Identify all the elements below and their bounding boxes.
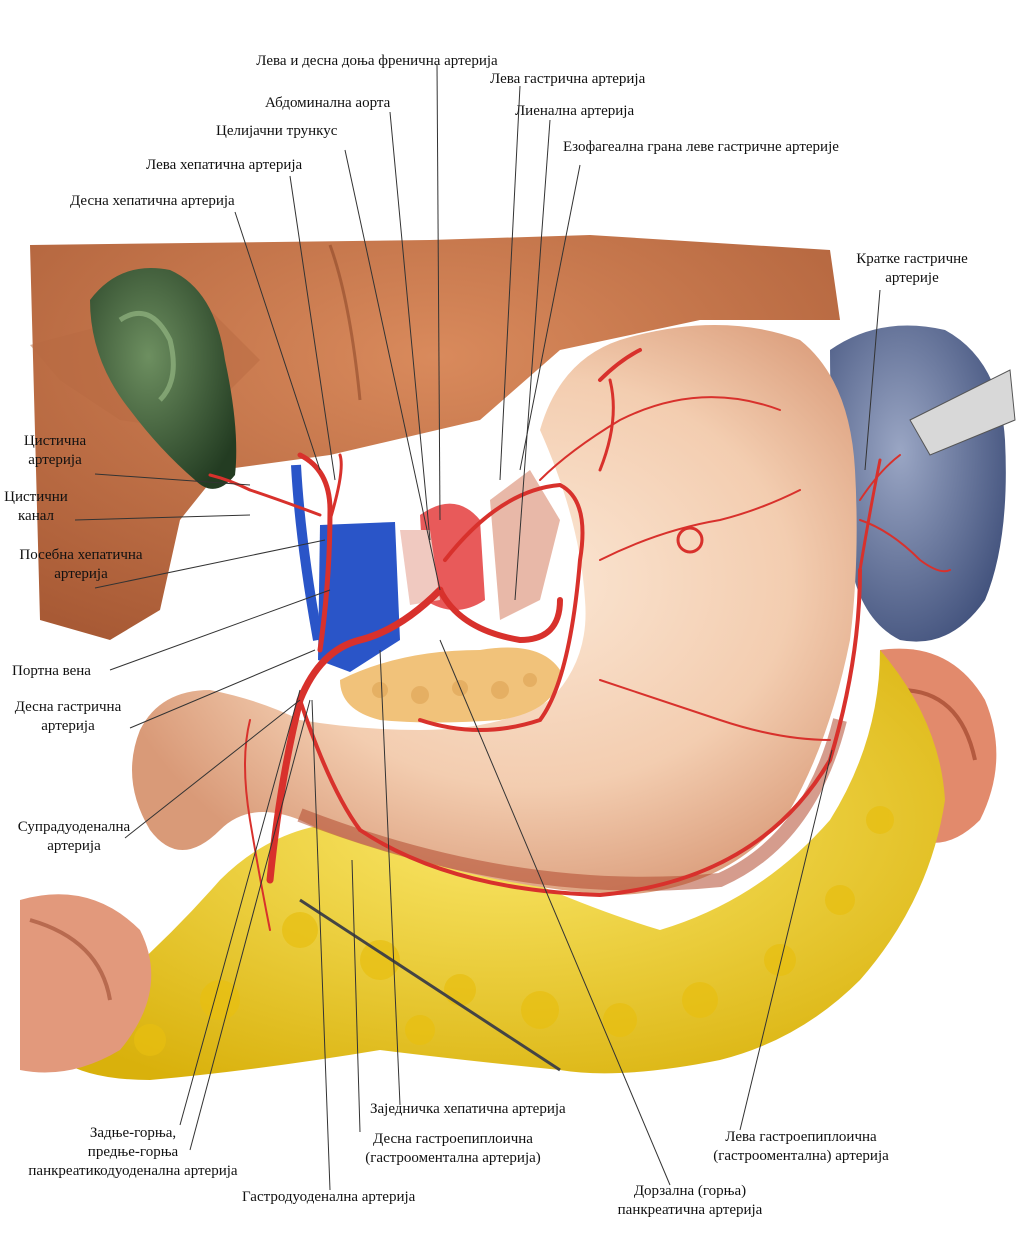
leader-aorta bbox=[389, 111, 431, 541]
label-left-gastric-artery: Лева гастрична артерија bbox=[490, 71, 646, 87]
label-left-hepatic-artery: Лева хепатична артерија bbox=[146, 157, 303, 173]
label-proper-hepatic-line2: артерија bbox=[54, 566, 108, 582]
label-right-gastric-line2: артерија bbox=[41, 718, 95, 734]
label-proper-hepatic-artery: Посебна хепатична артерија bbox=[0, 546, 162, 584]
label-right-gastroepiploic-artery: Десна гастроепиплоична (гастрооментална … bbox=[338, 1130, 568, 1168]
leader-left-gastric bbox=[499, 85, 521, 481]
label-proper-hepatic-line1: Посебна хепатична bbox=[19, 547, 143, 563]
leader-gastroduodenal bbox=[311, 699, 331, 1191]
leader-splenic bbox=[514, 119, 551, 601]
label-short-gastric-line2: артерије bbox=[885, 270, 939, 286]
label-right-gastroepiploic-line1: Десна гастроепиплоична bbox=[373, 1131, 533, 1147]
label-right-gastric-artery: Десна гастрична артерија bbox=[0, 698, 136, 736]
greater-omentum bbox=[60, 650, 945, 1080]
label-phrenic-arteries: Лева и десна доња френична артерија bbox=[256, 53, 498, 69]
pancreas bbox=[340, 647, 560, 723]
leader-lines bbox=[74, 63, 881, 1191]
leader-pancreaticoduodenal-b bbox=[189, 699, 311, 1151]
label-supraduodenal-line2: артерија bbox=[47, 838, 101, 854]
label-short-gastric-line1: Кратке гастричне bbox=[856, 251, 968, 267]
needle bbox=[299, 898, 561, 1072]
gallbladder bbox=[90, 268, 237, 489]
label-dorsal-pancreatic-line2: панкреатична артерија bbox=[617, 1202, 763, 1218]
leader-cystic-duct bbox=[74, 514, 251, 521]
label-pancreaticoduodenal-line1: Задње-горња, bbox=[89, 1125, 177, 1141]
label-abdominal-aorta: Абдоминална аорта bbox=[265, 95, 391, 111]
label-dorsal-pancreatic-line1: Дорзална (горња) bbox=[633, 1183, 747, 1199]
label-gastroduodenal-artery: Гастродуоденална артерија bbox=[242, 1189, 416, 1205]
label-cystic-duct: Цистични канал bbox=[0, 488, 72, 526]
leader-left-gastroepiploic bbox=[739, 749, 833, 1131]
spleen bbox=[830, 325, 1016, 642]
leader-short-gastric bbox=[864, 289, 881, 471]
label-left-gastroepiploic-line2: (гастрооментална) артерија bbox=[713, 1148, 889, 1164]
label-supraduodenal-line1: Супрадуоденална bbox=[17, 819, 131, 835]
label-pancreaticoduodenal-line3: панкреатикодуоденална артерија bbox=[28, 1163, 238, 1179]
leader-proper-hepatic bbox=[94, 539, 326, 589]
label-right-hepatic-artery: Десна хепатична артерија bbox=[70, 193, 235, 209]
leader-pancreaticoduodenal-a bbox=[179, 689, 301, 1126]
label-cystic-duct-line2: канал bbox=[17, 508, 55, 524]
label-short-gastric-arteries: Кратке гастричне артерије bbox=[832, 250, 992, 288]
label-cystic-duct-line1: Цистични bbox=[4, 489, 68, 505]
arteries bbox=[208, 348, 951, 931]
label-cystic-artery-line1: Цистична bbox=[23, 433, 87, 449]
colon bbox=[20, 894, 152, 1073]
leader-celiac bbox=[344, 149, 441, 591]
label-pancreaticoduodenal-arteries: Задње-горња, предње-горња панкреатикодуо… bbox=[0, 1124, 266, 1181]
label-right-gastroepiploic-line2: (гастрооментална артерија) bbox=[365, 1150, 541, 1166]
leader-portal-vein bbox=[109, 589, 331, 671]
leader-left-hepatic bbox=[289, 175, 336, 481]
leader-supraduodenal bbox=[124, 699, 301, 839]
label-celiac-trunk: Целијачни трункус bbox=[216, 123, 338, 139]
label-portal-vein: Портна вена bbox=[12, 663, 91, 679]
leader-dorsal-pancreatic bbox=[439, 639, 671, 1186]
leader-esophageal bbox=[519, 164, 581, 471]
leader-right-gastroepiploic bbox=[351, 859, 361, 1133]
label-common-hepatic-artery: Заједничка хепатична артерија bbox=[370, 1101, 566, 1117]
leader-right-hepatic bbox=[234, 211, 321, 471]
leader-cystic-artery bbox=[94, 473, 251, 486]
stomach bbox=[132, 325, 857, 895]
label-splenic-artery: Лиенална артерија bbox=[515, 103, 635, 119]
label-supraduodenal-artery: Супрадуоденална артерија bbox=[14, 818, 134, 856]
leader-common-hepatic bbox=[379, 649, 401, 1106]
label-pancreaticoduodenal-line2: предње-горња bbox=[87, 1144, 179, 1160]
leader-phrenic bbox=[436, 63, 441, 521]
label-right-gastric-line1: Десна гастрична bbox=[14, 699, 122, 715]
leader-right-gastric bbox=[129, 649, 316, 729]
abdominal-aorta bbox=[400, 470, 560, 620]
label-esophageal-branch: Езофагеална грана леве гастричне артериј… bbox=[563, 139, 839, 155]
label-cystic-artery: Цистична артерија bbox=[0, 432, 110, 470]
label-left-gastroepiploic-artery: Лева гастроепиплоична (гастрооментална) … bbox=[686, 1128, 916, 1166]
label-cystic-artery-line2: артерија bbox=[28, 452, 82, 468]
label-dorsal-pancreatic-artery: Дорзална (горња) панкреатична артерија bbox=[595, 1182, 785, 1220]
label-left-gastroepiploic-line1: Лева гастроепиплоична bbox=[725, 1129, 877, 1145]
